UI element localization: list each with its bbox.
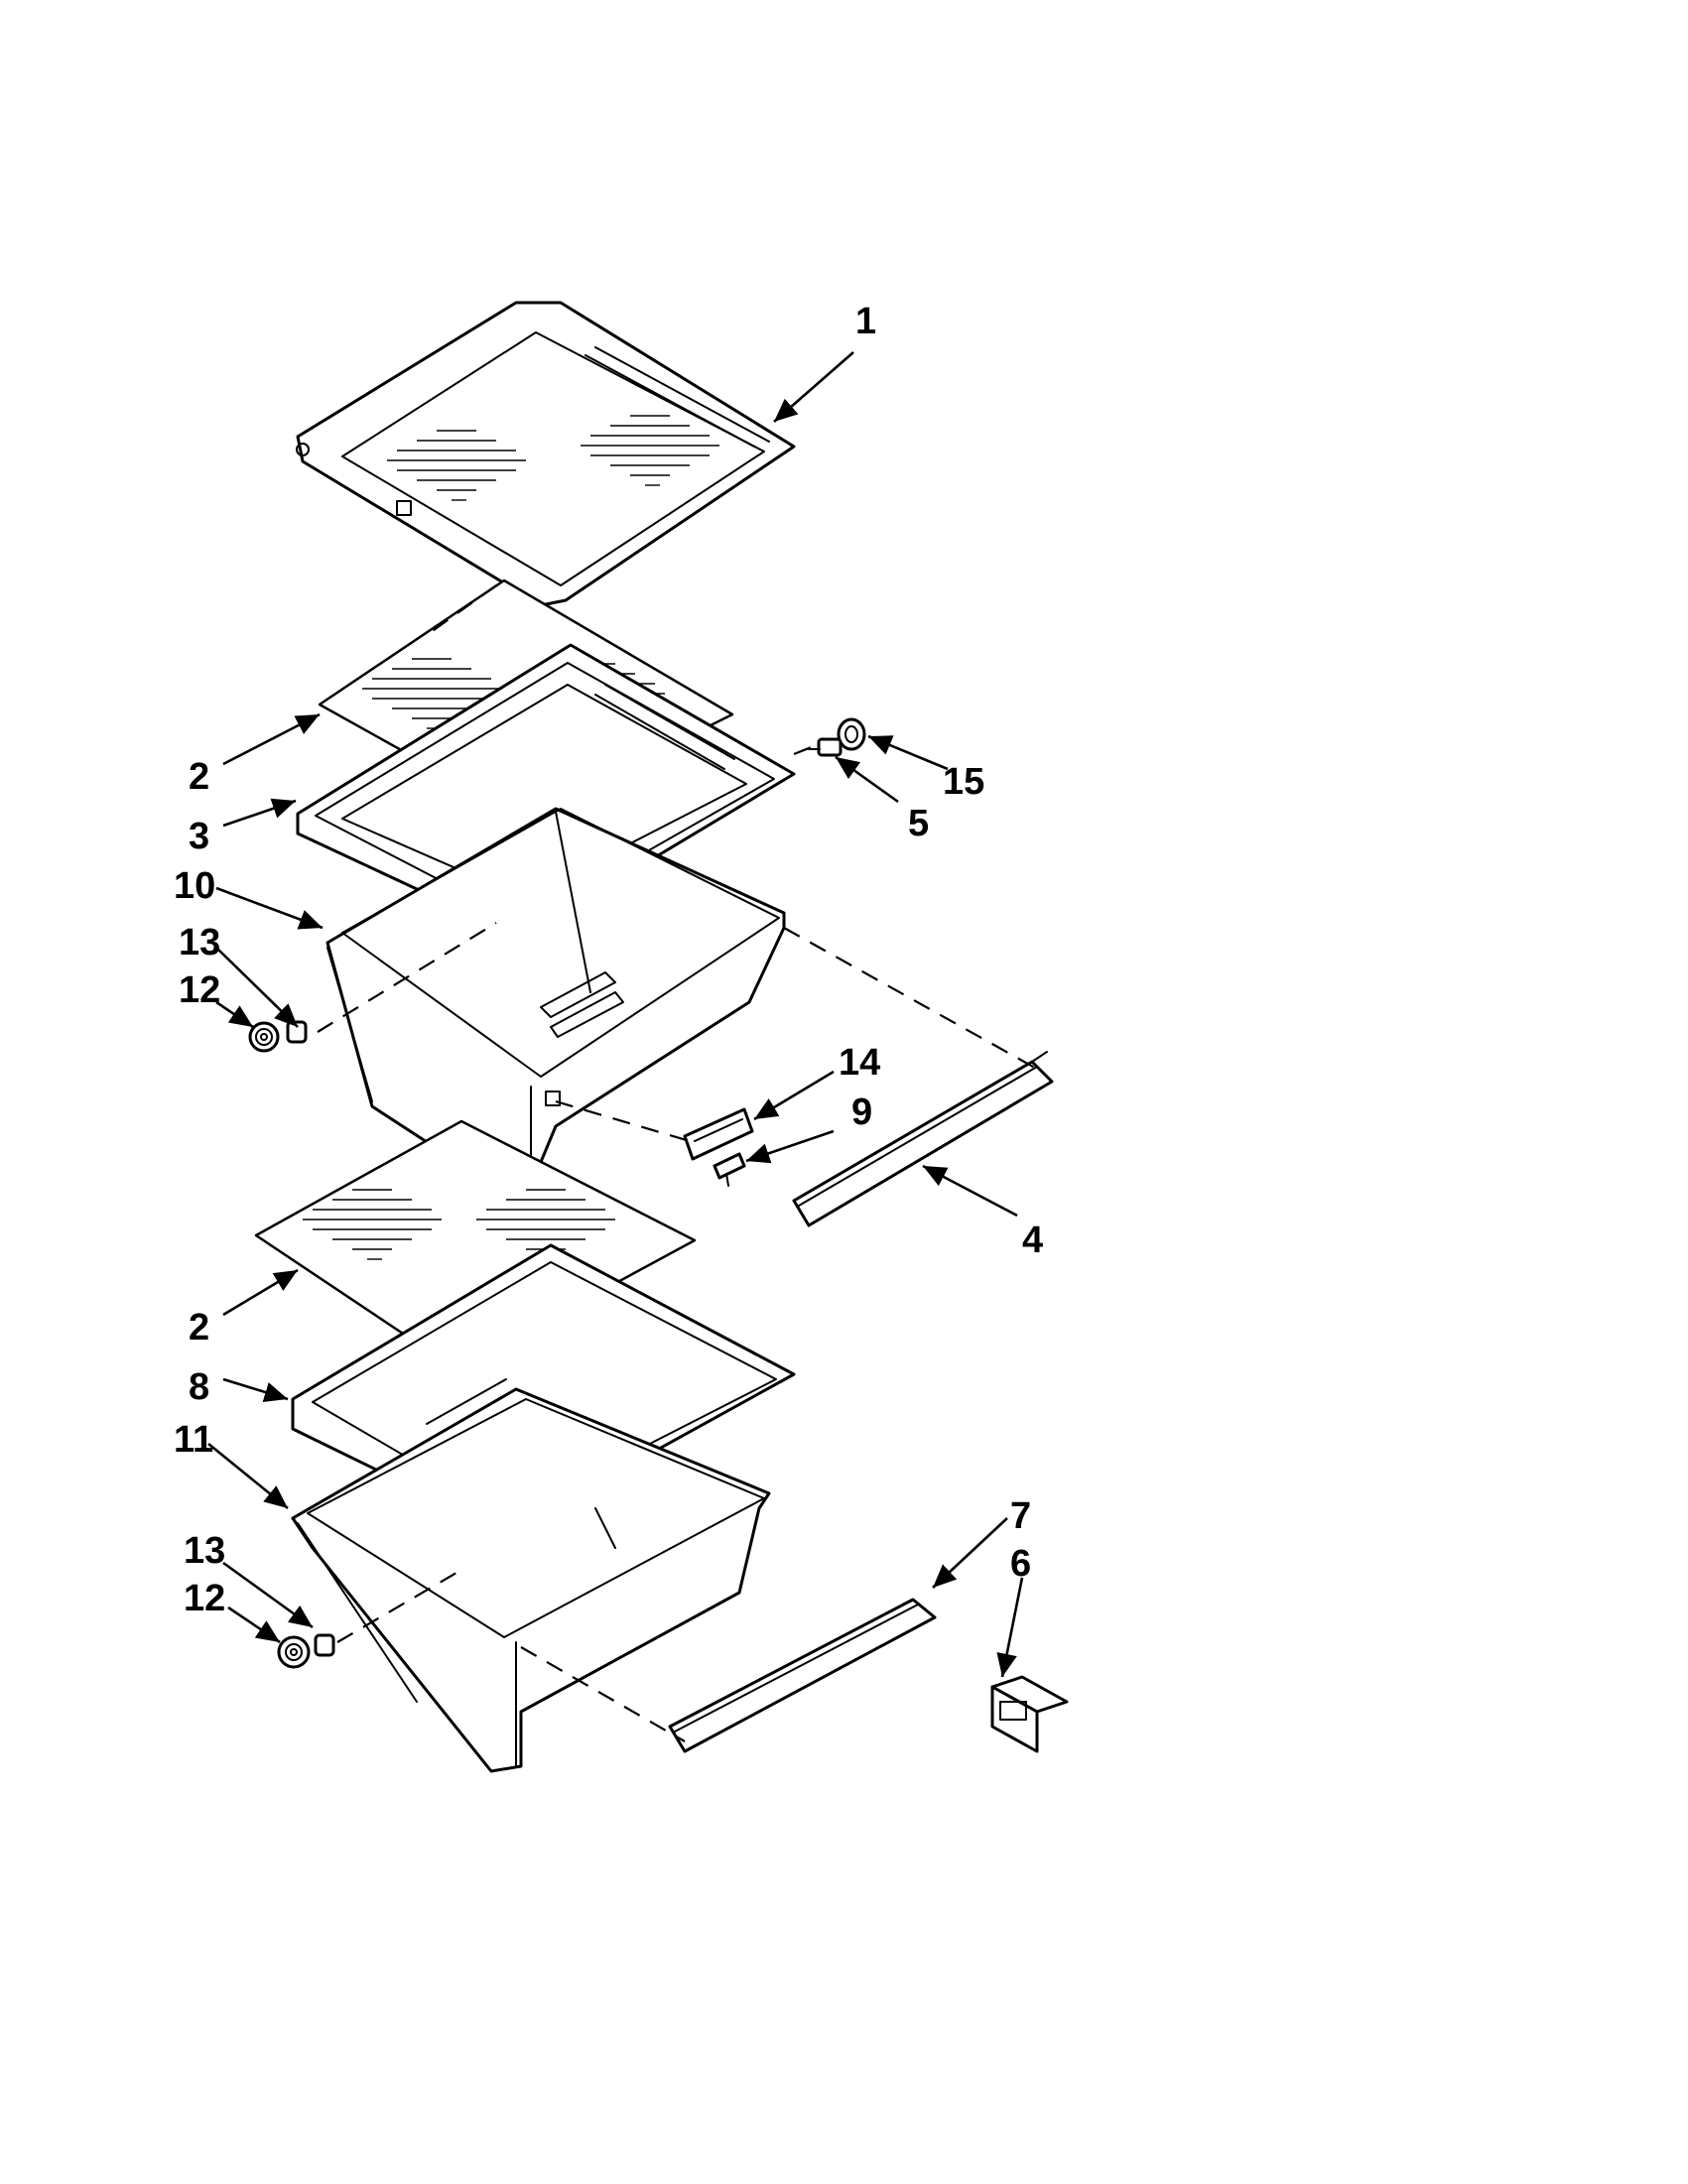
callout-1: 1 — [855, 301, 876, 342]
callout-14: 14 — [839, 1042, 880, 1084]
callout-2-upper: 2 — [189, 756, 209, 798]
divider-part-14 — [683, 1107, 754, 1161]
callout-6: 6 — [1010, 1543, 1031, 1585]
glass-panel-part-2-lower — [254, 1119, 697, 1371]
callout-4: 4 — [1022, 1220, 1043, 1261]
clip-part-9 — [713, 1152, 746, 1187]
crisper-drawer-part-11 — [291, 1387, 771, 1773]
shelf-frame-part-1 — [296, 301, 796, 607]
callouts: 1 2 3 15 5 10 13 12 14 9 4 2 8 11 7 6 13… — [174, 301, 1043, 1619]
drawer-rail-part-4 — [792, 1051, 1054, 1227]
axle-part-13-lower — [314, 1633, 335, 1657]
callout-13-upper: 13 — [179, 922, 220, 964]
callout-7: 7 — [1010, 1495, 1031, 1537]
callout-2-lower: 2 — [189, 1307, 209, 1349]
leader-arrows — [207, 351, 1024, 1678]
callout-12-lower: 12 — [184, 1578, 225, 1619]
callout-11: 11 — [174, 1419, 213, 1461]
glide-part-15 — [837, 717, 866, 751]
callout-8: 8 — [189, 1366, 209, 1408]
roller-part-12-upper — [248, 1021, 280, 1053]
drawer-rail-part-7 — [668, 1598, 937, 1753]
callout-10: 10 — [174, 865, 215, 907]
callout-12-upper: 12 — [179, 969, 220, 1011]
rail-clip-part-6 — [990, 1675, 1069, 1753]
assembly-lines — [317, 584, 1043, 1742]
callout-3: 3 — [189, 816, 209, 857]
callout-15: 15 — [943, 761, 984, 803]
screw-part-5 — [808, 737, 843, 757]
crisper-drawer-part-10 — [325, 807, 786, 1188]
callout-13-lower: 13 — [184, 1530, 225, 1572]
roller-part-12-lower — [277, 1635, 311, 1669]
callout-9: 9 — [851, 1092, 872, 1133]
callout-5: 5 — [908, 803, 929, 844]
